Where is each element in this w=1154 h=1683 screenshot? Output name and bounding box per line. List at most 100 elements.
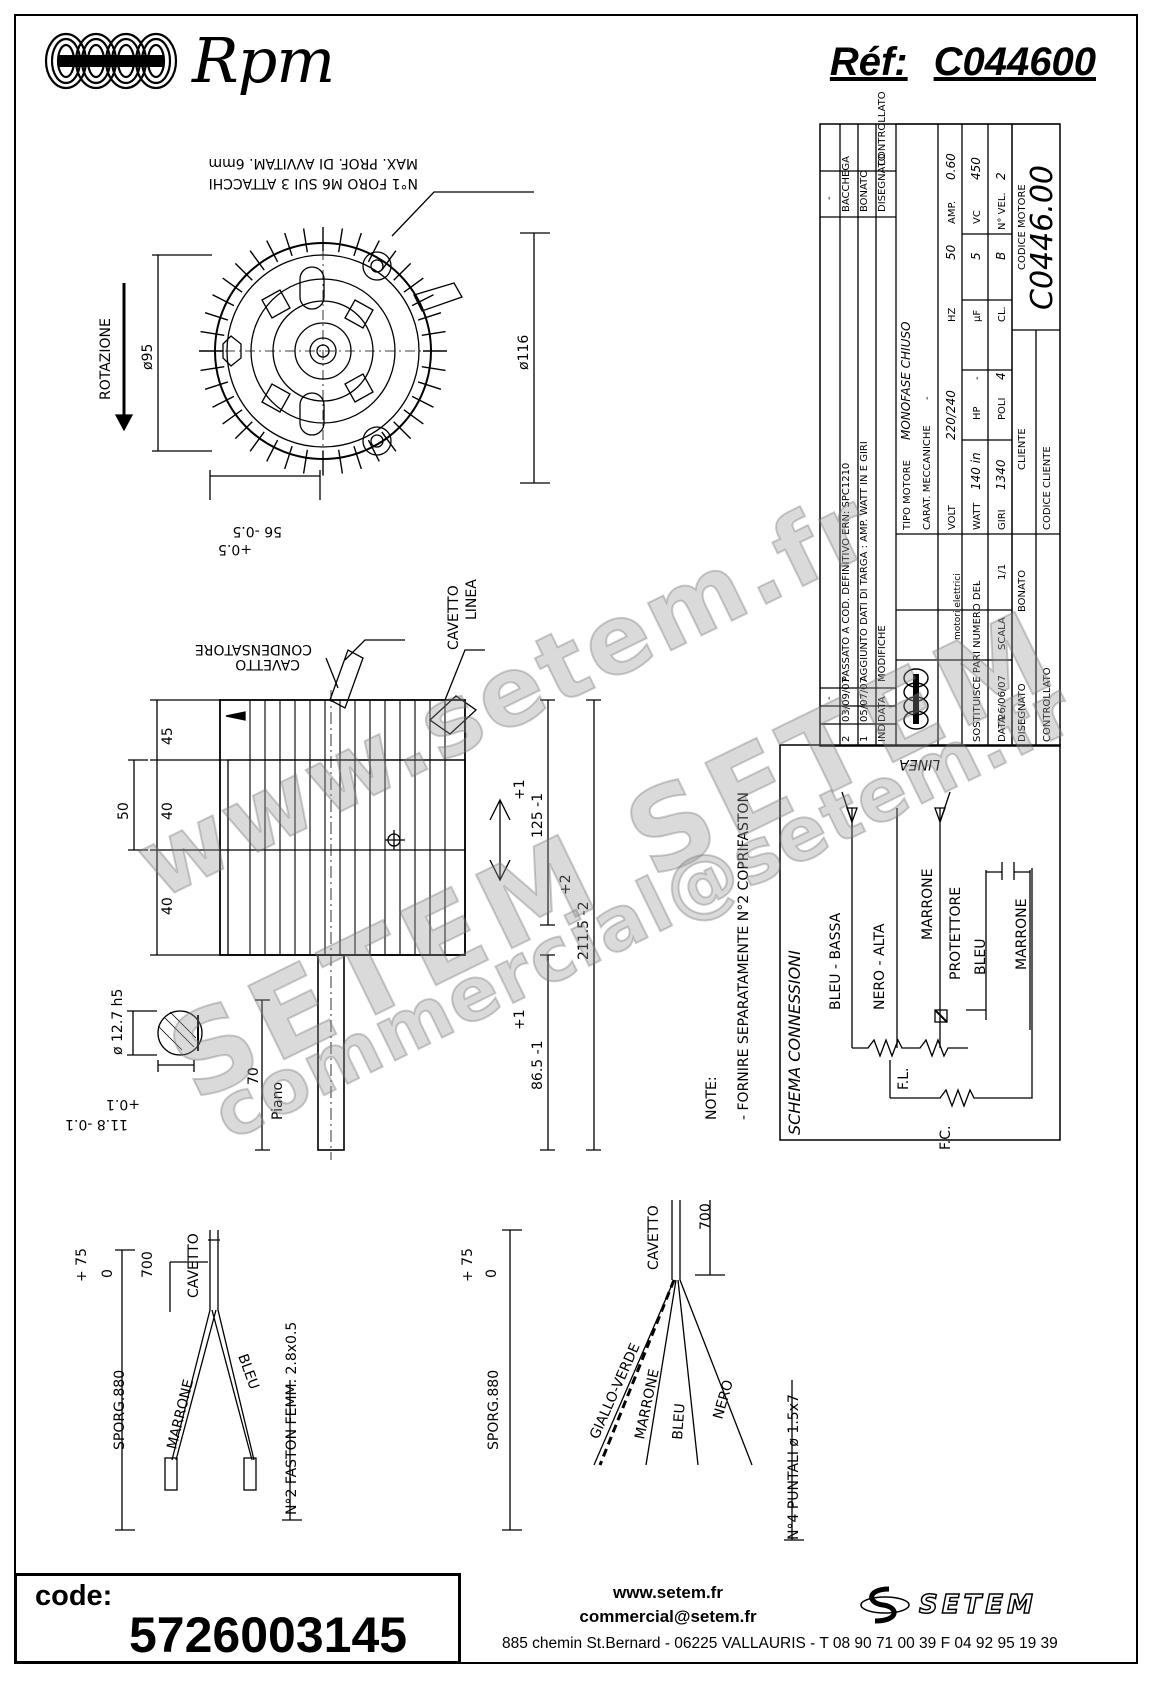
vel-value: 2	[994, 172, 1008, 180]
hole-note-line2: MAX. PROF. DI AVVITAM. 6mm	[208, 155, 418, 171]
cable-linea-2: LINEA	[464, 579, 480, 620]
note-text: - FORNIRE SEPARATAMENTE N°2 COPRIFASTON	[736, 792, 752, 1120]
schema-title: SCHEMA CONNESSIONI	[785, 950, 804, 1135]
wire1-sporg: SPORG.880	[112, 1370, 128, 1450]
rpm-logo: Rpm	[44, 30, 335, 92]
side-view	[219, 639, 511, 1160]
cooling-fin	[381, 250, 397, 271]
code-label: code:	[35, 1580, 113, 1612]
front-view	[199, 227, 463, 476]
rev-header-ind: IND	[877, 724, 888, 742]
dim-12-7: ø 12.7 h5	[110, 989, 126, 1055]
cooling-fin	[411, 294, 434, 307]
watt-label: WATT	[972, 502, 983, 530]
cooling-fin	[403, 409, 424, 425]
uf-value: 5	[969, 252, 983, 260]
ref-label: Réf:	[829, 40, 908, 84]
dim-40b: 40	[160, 897, 176, 915]
cooling-fin	[234, 421, 253, 440]
poli-label: POLI	[997, 398, 1008, 420]
cooling-fin	[302, 449, 309, 474]
dim-50: 50	[116, 802, 132, 820]
cooling-fin	[393, 421, 412, 440]
cooling-fin	[381, 431, 397, 452]
controllato-label: CONTROLLATO	[1042, 667, 1053, 742]
fc-label: F.C.	[938, 1126, 954, 1150]
email-link[interactable]: commercial@setem.fr	[579, 1607, 757, 1626]
dim-86: 86.5 -1	[530, 1040, 546, 1090]
cooling-fin	[393, 262, 412, 281]
wire-diagram-left	[115, 1230, 302, 1531]
dim-11-8-tol: +0.1	[106, 1096, 140, 1112]
dim-125-tol: +1	[512, 779, 528, 800]
wire1-bleu: BLEU	[234, 1352, 262, 1392]
wire2-sporg: SPORG.880	[486, 1370, 502, 1450]
wire2-700: 700	[698, 1203, 714, 1230]
wire1-marrone: MARRONE	[164, 1378, 197, 1451]
vc-label: VC	[972, 210, 983, 224]
website-link[interactable]: www.setem.fr	[613, 1583, 723, 1602]
dim-40a: 40	[160, 802, 176, 820]
cooling-fin	[367, 439, 380, 462]
reference: Réf:C044600	[830, 40, 1096, 85]
disegnato-label: DISEGNATO	[1017, 683, 1028, 742]
volt-label: VOLT	[947, 504, 958, 530]
dim-11-8: 11.8 -0.1	[65, 1116, 128, 1132]
footer: code: 5726003145 www.setem.fr commercial…	[14, 1573, 1138, 1664]
cooling-fin	[204, 312, 229, 321]
cooling-fin	[200, 365, 225, 372]
cl-label: CL.	[997, 306, 1008, 322]
cable-cond-1: CAVETTO	[235, 656, 300, 672]
sostituisce-value: -	[972, 582, 983, 586]
cooling-fin	[302, 228, 309, 253]
cable-cond-2: CONDENSATORE	[195, 641, 312, 657]
cooling-fin	[417, 381, 442, 390]
disegnato-value: BONATO	[1017, 570, 1028, 612]
codice-motore-label: CODICE MOTORE	[1017, 184, 1028, 270]
cooling-fin	[353, 232, 362, 257]
dim-56: 56 -0.5	[232, 523, 282, 539]
contact-info: www.setem.fr commercial@setem.fr	[538, 1581, 798, 1629]
carat-value: -	[922, 396, 933, 400]
codice-cliente-label: CODICE CLIENTE	[1042, 446, 1053, 530]
cooling-fin	[411, 395, 434, 408]
piano-label: Piano	[270, 1082, 286, 1120]
hz-label: HZ	[947, 307, 958, 322]
note-title: NOTE:	[704, 1076, 720, 1120]
dim-211: 211.5 -2	[576, 902, 592, 961]
tipo-value: MONOFASE CHIUSO	[899, 322, 913, 440]
cooling-fin	[421, 365, 446, 372]
setem-brand: SETEM	[919, 1590, 1037, 1620]
cooling-fin	[284, 232, 293, 257]
cooling-fin	[284, 445, 293, 470]
setem-logo: SETEM	[859, 1579, 1119, 1634]
dim-d95: ø95	[140, 344, 156, 370]
rev-header-con: CONTROLLATO	[877, 91, 888, 166]
cooling-fin	[266, 240, 279, 263]
cooling-fin	[353, 445, 362, 470]
rev-header-data: DATA	[877, 696, 888, 722]
poli-value: 4	[994, 372, 1008, 380]
rev2-ind: 2	[841, 736, 852, 742]
rpm-coil-icon	[44, 32, 178, 90]
volt-value: 220/240	[944, 390, 958, 440]
schema-box	[779, 744, 1061, 1141]
title-block	[819, 123, 1061, 747]
wire2-puntali: N°4 PUNTALI ø 1.5x7	[786, 1394, 802, 1540]
watt-value: 140 in	[969, 452, 983, 490]
cooling-fin	[212, 294, 235, 307]
wire-bleu-bassa: BLEU - BASSA	[828, 912, 844, 1010]
data-label: DATA	[997, 716, 1008, 742]
data-value: 26/06/07	[997, 675, 1008, 720]
wire-marrone: MARRONE	[920, 869, 936, 940]
cooling-fin	[266, 439, 279, 462]
code-box: code: 5726003145	[14, 1573, 461, 1664]
title-block-logo	[903, 668, 929, 730]
vel-label: N° VEL.	[997, 192, 1008, 230]
hz-value: 50	[944, 244, 958, 260]
wire-protettore: PROTETTORE	[948, 887, 964, 980]
rev1-date: 05/07/07	[859, 677, 870, 722]
rev-header-dis: DISEGNATO	[877, 153, 888, 212]
codice-motore-value: C0446.00	[1025, 165, 1060, 310]
cooling-fin	[337, 228, 344, 253]
